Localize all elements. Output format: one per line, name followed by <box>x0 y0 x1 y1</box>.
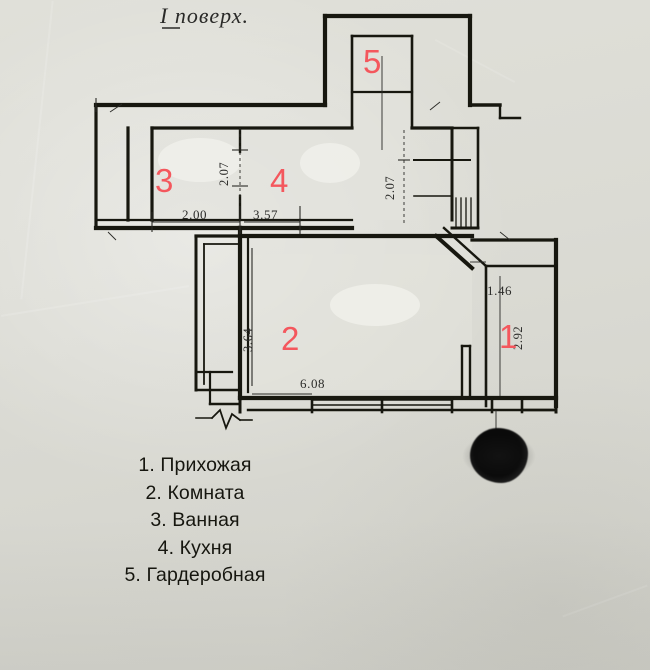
room-legend: 1. Прихожая 2. Комната 3. Ванная 4. Кухн… <box>0 452 390 590</box>
dimension-lines <box>95 56 511 440</box>
dimension-bath-width: 2.00 <box>182 207 207 222</box>
room-number-3: 3 <box>155 162 173 199</box>
dimension-room-width: 6.08 <box>300 376 325 391</box>
room-number-5: 5 <box>363 43 381 80</box>
legend-item-1: 1. Прихожая <box>138 454 252 476</box>
handwritten-title-group: I поверх. <box>159 3 249 29</box>
legend-item-5: 5. Гардеробная <box>124 564 266 586</box>
dimension-upper-depth-left: 2.07 <box>217 162 231 186</box>
ink-blot <box>463 428 535 483</box>
room-number-4: 4 <box>270 162 288 199</box>
dimension-room-depth: 3.64 <box>241 328 255 352</box>
scan-glare <box>158 138 420 326</box>
dimension-upper-depth-right: 2.07 <box>383 176 397 200</box>
wall-lines <box>93 13 559 431</box>
legend-item-3: 3. Ванная <box>150 509 240 531</box>
handwritten-title: I поверх. <box>159 3 249 28</box>
legend-item-4: 4. Кухня <box>157 536 233 559</box>
dimension-hall-height: 2.92 <box>511 326 525 350</box>
legend-item-2: 2. Комната <box>145 481 245 504</box>
dimension-hall-diagonal: 1.46 <box>487 283 512 298</box>
room-number-1: 1 <box>499 318 517 355</box>
room-number-2: 2 <box>281 320 299 357</box>
dimension-kitchen-width: 3.57 <box>253 207 278 222</box>
